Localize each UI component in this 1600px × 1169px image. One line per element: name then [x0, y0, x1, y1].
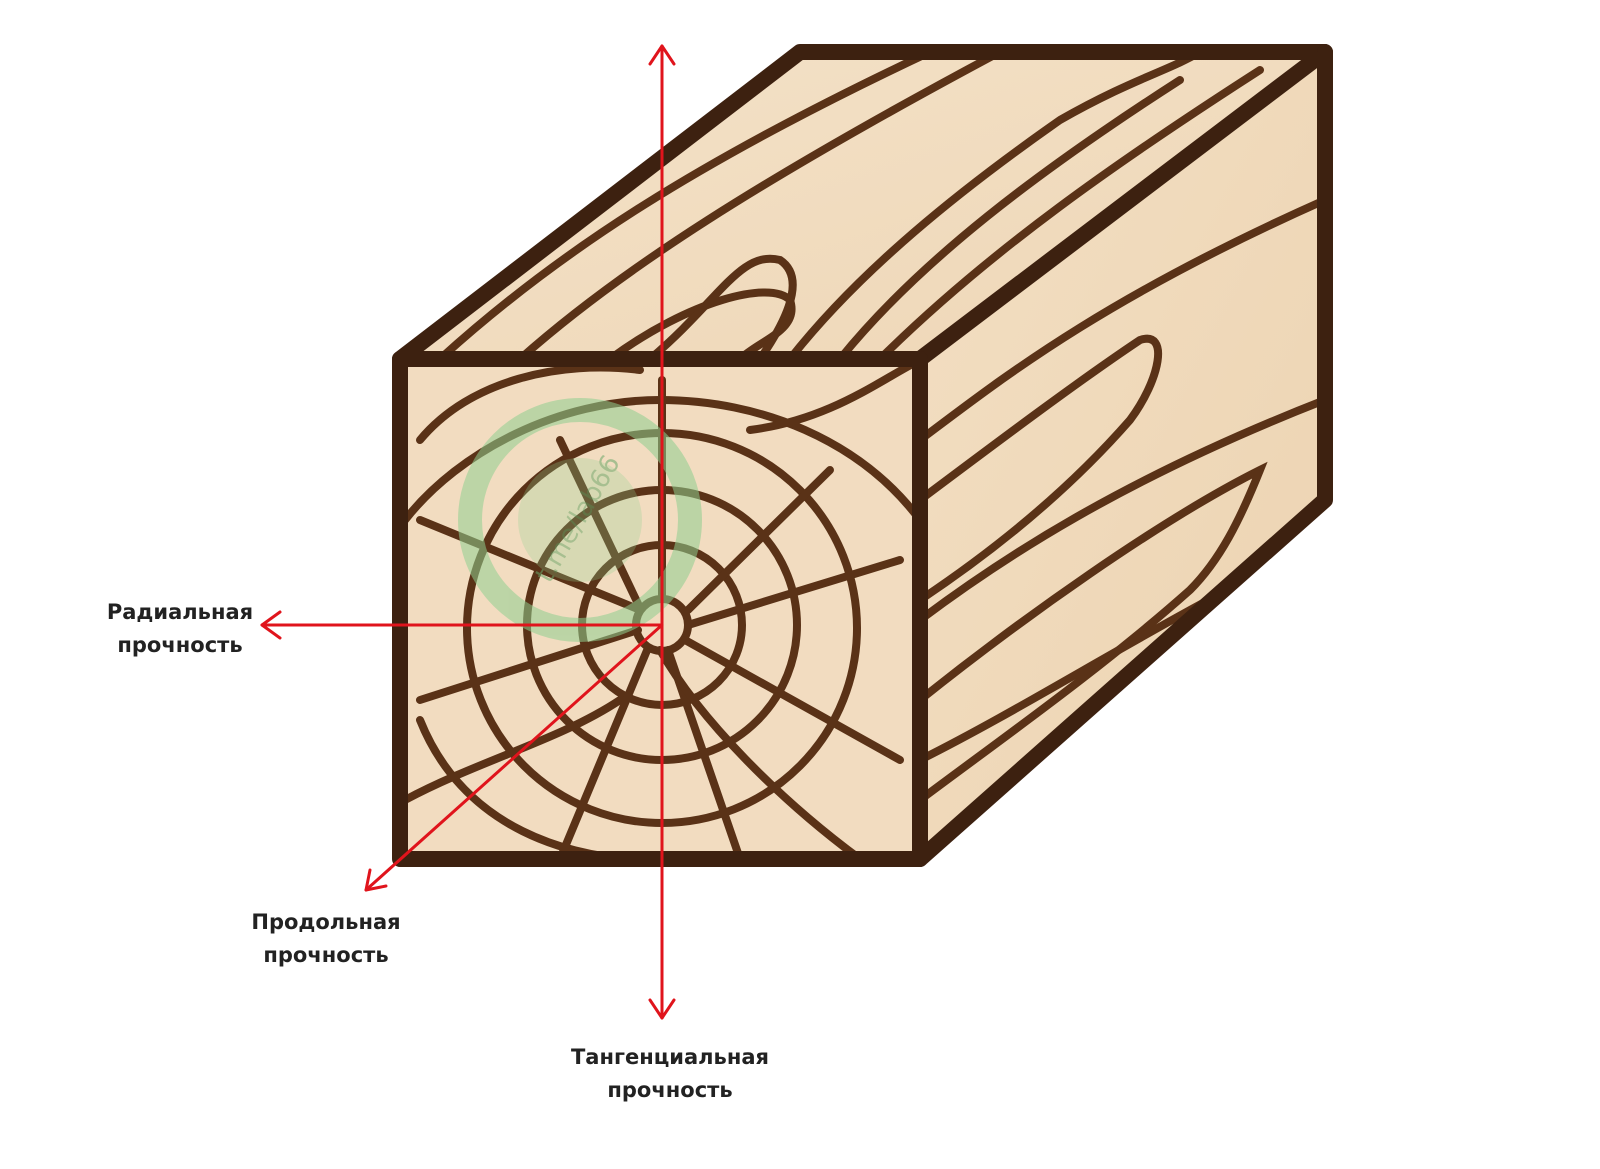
- arrow-radial-head: [260, 610, 282, 640]
- label-tangential-line1: Тангенциальная: [570, 1045, 769, 1069]
- label-longitudinal-line2: прочность: [263, 943, 389, 967]
- beam-outline: [392, 44, 1333, 867]
- arrow-tangential-head-bottom: [648, 998, 676, 1020]
- top-face: [400, 52, 1325, 359]
- label-tangential-strength: Тангенциальная прочность: [540, 1041, 800, 1107]
- label-radial-strength: Радиальная прочность: [80, 596, 280, 662]
- label-radial-line1: Радиальная: [106, 600, 254, 624]
- top-face-grain: [436, 52, 1264, 359]
- label-radial-line2: прочность: [117, 633, 243, 657]
- watermark-seal-icon: t.me/lab66: [458, 398, 702, 642]
- side-face: [920, 52, 1325, 859]
- label-longitudinal-strength: Продольная прочность: [226, 906, 426, 972]
- label-longitudinal-line1: Продольная: [251, 910, 401, 934]
- strength-arrows: [260, 44, 676, 1020]
- arrow-longitudinal-line: [364, 623, 664, 892]
- label-tangential-line2: прочность: [607, 1078, 733, 1102]
- arrow-longitudinal-head: [364, 868, 388, 892]
- arrow-tangential-head-top: [648, 44, 676, 66]
